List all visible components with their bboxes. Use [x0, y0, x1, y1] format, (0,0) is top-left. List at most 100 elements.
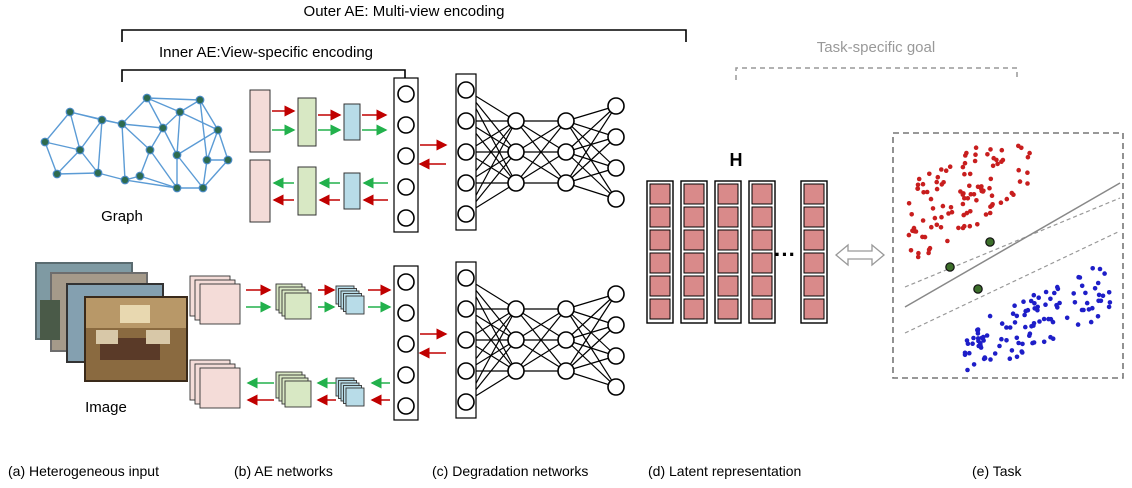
caption-degradation-networks: (c) Degradation networks — [432, 463, 588, 479]
network-edge — [565, 293, 617, 372]
neuron — [457, 393, 475, 411]
data-point-blue — [1036, 295, 1041, 301]
data-point-blue — [1075, 322, 1081, 327]
data-point-red — [943, 168, 949, 173]
data-point-red — [909, 212, 914, 217]
data-point-red — [1017, 179, 1023, 184]
data-point-red — [1016, 167, 1021, 173]
data-point-blue — [1043, 302, 1048, 308]
data-point-red — [972, 158, 978, 164]
neuron — [507, 112, 525, 130]
data-point-red — [924, 189, 930, 195]
data-point-red — [934, 186, 940, 192]
data-point-red — [988, 176, 994, 182]
data-point-blue — [988, 357, 993, 362]
data-point-red — [1016, 143, 1021, 149]
data-point-blue — [1004, 338, 1009, 343]
network-edge — [515, 120, 567, 184]
data-point-blue — [1016, 340, 1021, 346]
network-edge — [565, 324, 617, 372]
latent-cell — [717, 252, 739, 274]
data-point-blue — [971, 335, 976, 341]
task-goal-title: Task-specific goal — [817, 39, 935, 56]
neuron — [557, 143, 575, 161]
network-edge — [515, 151, 567, 184]
data-point-red — [934, 222, 940, 228]
data-point-red — [930, 206, 936, 211]
latent-cell — [683, 252, 705, 274]
latent-cell — [803, 206, 825, 228]
network-edge — [565, 136, 617, 184]
latent-cell — [751, 275, 773, 297]
latent-task-double-arrow — [834, 243, 886, 267]
data-point-red — [962, 171, 967, 177]
neuron — [397, 366, 415, 384]
data-point-blue — [1088, 319, 1094, 325]
data-point-red — [988, 147, 993, 152]
neuron — [457, 300, 475, 318]
data-point-blue — [1012, 320, 1018, 325]
data-point-blue — [1092, 286, 1098, 291]
latent-cell — [717, 298, 739, 320]
data-point-red — [995, 161, 1000, 167]
data-point-blue — [1106, 290, 1112, 295]
data-point-blue — [1106, 304, 1112, 310]
neuron — [457, 362, 475, 380]
graph-node — [93, 168, 103, 178]
data-point-blue — [962, 350, 968, 356]
data-point-blue — [1032, 306, 1037, 311]
data-point-red — [1025, 154, 1031, 160]
outer-ae-title: Outer AE: Multi-view encoding — [304, 3, 505, 20]
data-point-blue — [1095, 314, 1101, 319]
feature-map — [284, 380, 312, 408]
data-point-blue — [970, 341, 975, 347]
data-point-blue — [992, 351, 998, 356]
neuron — [557, 300, 575, 318]
support-vector — [985, 237, 995, 247]
data-point-red — [965, 196, 971, 201]
data-point-red — [962, 160, 968, 166]
neuron — [607, 97, 625, 115]
data-point-blue — [1097, 266, 1103, 272]
data-point-red — [958, 189, 963, 194]
data-point-red — [949, 209, 955, 215]
graph-node — [75, 145, 85, 155]
latent-ellipsis: ··· — [774, 242, 796, 267]
data-point-red — [906, 232, 912, 238]
network-edge — [515, 339, 567, 372]
data-point-blue — [971, 362, 977, 367]
data-point-red — [1027, 150, 1032, 156]
graph-edge — [176, 111, 181, 156]
neuron — [507, 362, 525, 380]
neuron — [397, 147, 415, 165]
outer-ae-bracket — [121, 29, 687, 42]
graph-edge — [199, 99, 219, 131]
neuron — [397, 397, 415, 415]
graph-ae-network — [249, 89, 388, 223]
graph-edge — [121, 123, 126, 181]
network-edge — [565, 105, 617, 184]
latent-cell — [751, 183, 773, 205]
caption-ae-networks: (b) AE networks — [234, 463, 333, 479]
caption-heterogeneous-input: (a) Heterogeneous input — [8, 463, 159, 479]
data-point-red — [920, 218, 926, 223]
data-point-red — [960, 225, 966, 231]
graph-edge — [199, 99, 208, 161]
graph-edge — [217, 129, 229, 161]
data-point-blue — [1004, 325, 1009, 330]
data-point-red — [916, 176, 922, 182]
data-point-blue — [1014, 335, 1020, 341]
degradation-networks — [393, 73, 625, 421]
latent-cell — [649, 206, 671, 228]
data-point-blue — [964, 338, 970, 343]
neuron — [457, 331, 475, 349]
data-point-red — [920, 181, 926, 187]
data-point-red — [990, 202, 995, 207]
data-point-red — [975, 222, 980, 227]
data-point-red — [938, 225, 944, 230]
graph-node — [198, 183, 208, 193]
data-point-red — [1009, 190, 1015, 196]
graph-node — [223, 155, 233, 165]
data-point-red — [983, 212, 989, 217]
